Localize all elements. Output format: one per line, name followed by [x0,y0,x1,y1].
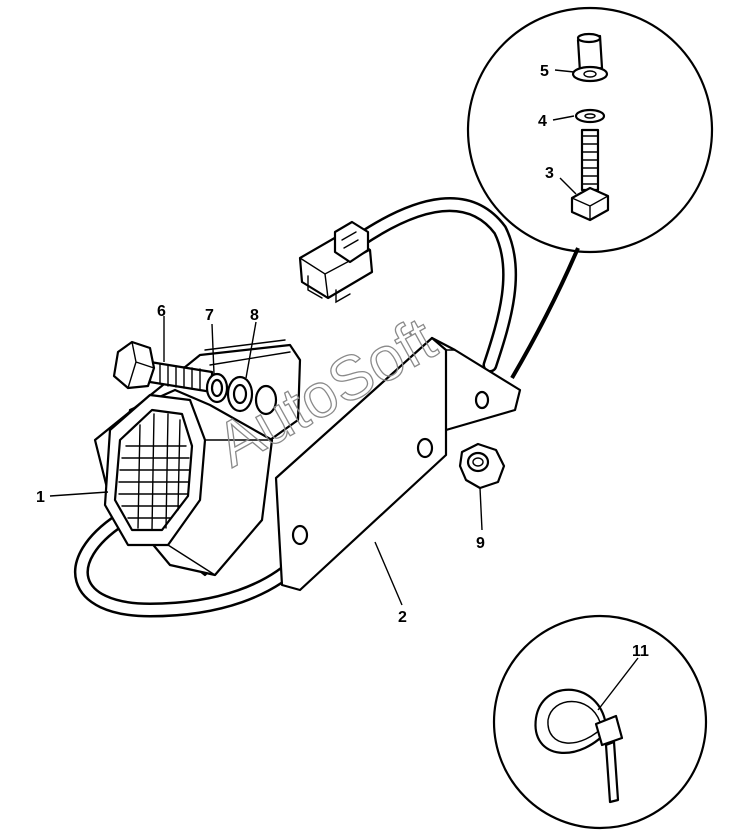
callout-9: 9 [476,535,485,552]
electrical-connector [298,220,374,304]
cable-tie-item-11 [534,688,624,804]
mounting-bracket-item-2 [274,336,522,592]
callout-2: 2 [398,609,407,626]
detail-circle-cable-tie [492,614,708,830]
callout-7: 7 [205,307,214,324]
washer-item-7 [205,372,229,404]
washer-item-8 [226,375,254,413]
detail-circle-fasteners [466,6,714,380]
callout-4: 4 [538,113,547,130]
bolt-item-3 [570,128,610,222]
callout-6: 6 [157,303,166,320]
callout-3: 3 [545,165,554,182]
nut-item-9 [458,442,506,490]
callout-5: 5 [540,63,549,80]
callout-11: 11 [632,643,649,660]
reversing-alarm-body [103,388,274,577]
alarm-grille [113,408,194,532]
alarm-cable-loop [74,512,308,618]
callout-labels: 1 2 3 4 5 6 7 8 9 11 [36,63,649,660]
leader-lines [49,69,639,711]
spacer-item-5 [571,32,609,83]
callout-1: 1 [36,489,45,506]
washer-item-4 [574,108,606,124]
bolt-item-6 [112,340,214,394]
callout-8: 8 [250,307,259,324]
harness-cable [352,197,518,373]
